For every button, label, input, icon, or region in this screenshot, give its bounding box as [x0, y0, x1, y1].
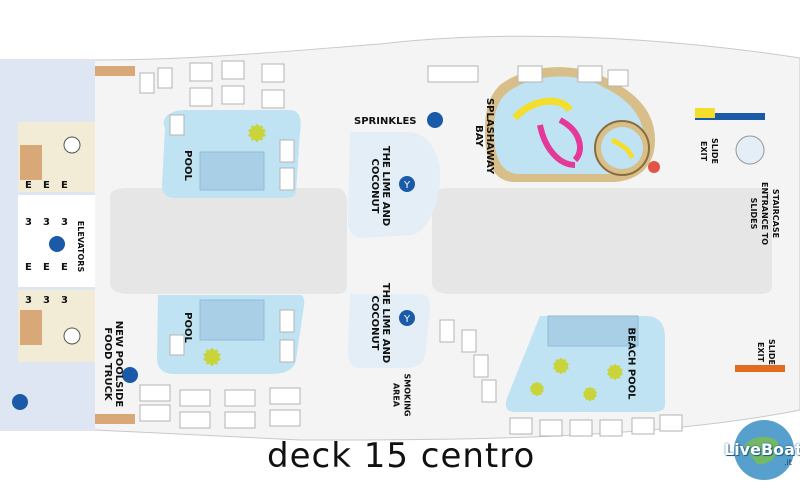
stair-3-2: 3: [43, 217, 50, 228]
food-truck-icon: [122, 367, 138, 383]
umbrella-beach-3: [530, 382, 544, 396]
umbrella-beach-2: [607, 364, 623, 380]
logo-main: LiveBoat: [724, 440, 800, 459]
stair-3-1: 3: [25, 217, 32, 228]
label-pool-upper: POOL: [181, 150, 193, 181]
lounger-rows: [139, 60, 683, 437]
label-slide-exit-top: SLIDE EXIT: [698, 138, 719, 164]
label-elevators: ELEVATORS: [76, 220, 86, 273]
deck-caption: deck 15 centro: [267, 436, 536, 476]
elevator-E-2: E: [43, 180, 50, 191]
umbrella-beach-4: [583, 387, 597, 401]
promenade-left: [110, 188, 347, 294]
stair-3-4: 3: [25, 295, 32, 306]
label-food-truck: NEW POOLSIDE FOOD TRUCK: [102, 320, 125, 408]
elevator-E-5: E: [43, 262, 50, 273]
counter-lower: [20, 310, 42, 345]
stair-3-6: 3: [61, 295, 68, 306]
restroom-icon-lower: [63, 327, 81, 345]
bar-upper: [348, 132, 440, 238]
label-pool-lower: POOL: [181, 312, 193, 343]
label-staircase: STAIRCASE ENTRANCE TO SLIDES: [749, 181, 781, 246]
label-smoking: SMOKING AREA: [391, 373, 412, 417]
slide-exit-bottom: [735, 365, 785, 372]
svg-text:Y: Y: [403, 314, 411, 325]
elevator-icon: [49, 236, 65, 252]
logo-sub: .it: [784, 458, 792, 467]
elevator-E-4: E: [25, 262, 32, 273]
stair-3-3: 3: [61, 217, 68, 228]
stair-3-5: 3: [43, 295, 50, 306]
cocktail-icon-upper: [399, 176, 415, 192]
elevator-E-1: E: [25, 180, 32, 191]
slide-exit-top: [695, 113, 765, 120]
slide-yellow: [512, 97, 573, 121]
umbrella-upper-pool: [248, 124, 266, 142]
pool-upper-water: [199, 151, 265, 191]
sprinkles-icon: [427, 112, 443, 128]
label-lime-upper: THE LIME AND COCONUT: [369, 145, 392, 227]
wood-strip-bottom: [95, 414, 135, 424]
beach-pool-water: [547, 315, 639, 347]
svg-text:Y: Y: [403, 180, 411, 191]
label-splashaway: SPLASHAWAY BAY: [473, 97, 496, 175]
label-beach-pool: BEACH POOL: [625, 327, 637, 400]
label-slide-exit-bottom: SLIDE EXIT: [755, 339, 776, 365]
globe-icon: [734, 420, 794, 480]
accessibility-icon: [12, 394, 28, 410]
elevator-E-6: E: [61, 262, 68, 273]
pool-lower-water: [199, 299, 265, 341]
umbrella-red: [648, 161, 660, 173]
umbrella-beach-1: [553, 358, 569, 374]
label-sprinkles: SPRINKLES: [354, 116, 417, 127]
umbrella-lower-pool: [203, 348, 221, 366]
staircase-circle: [735, 135, 765, 165]
cocktail-icon-lower: [399, 310, 415, 326]
label-lime-lower: THE LIME AND COCONUT: [369, 282, 392, 364]
counter-upper: [20, 145, 42, 180]
wood-strip-top: [95, 66, 135, 76]
promenade-right: [432, 188, 772, 294]
elevator-E-3: E: [61, 180, 68, 191]
liveboat-logo: LiveBoat .it: [722, 406, 800, 486]
slide-pink: [537, 117, 583, 168]
restroom-icon-upper: [63, 136, 81, 154]
